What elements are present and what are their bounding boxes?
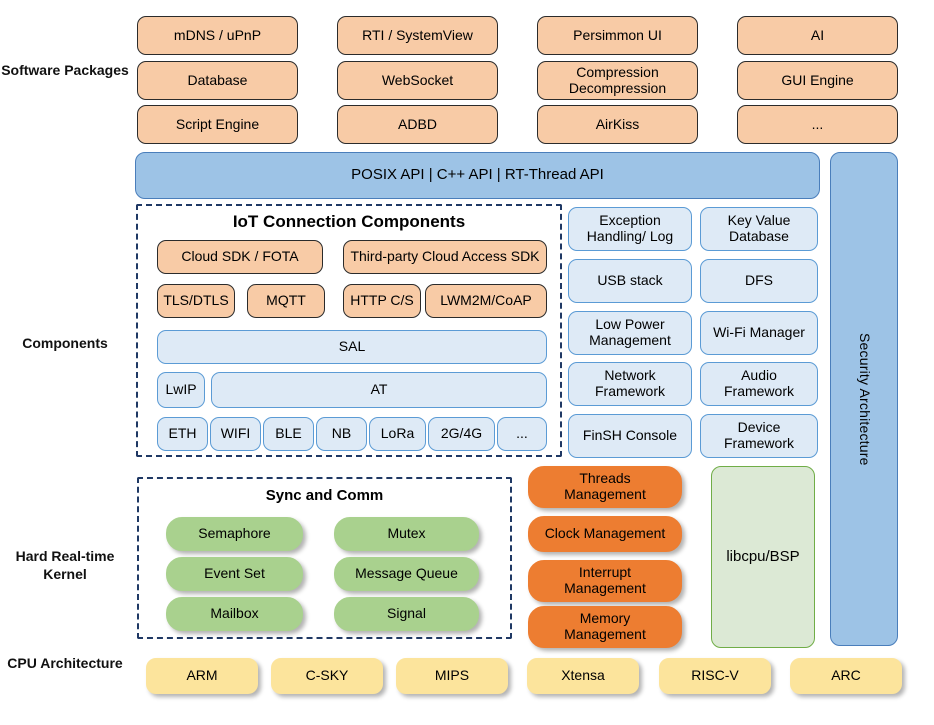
iot-box[interactable]: Cloud SDK / FOTA (157, 240, 323, 274)
package-box[interactable]: WebSocket (337, 61, 498, 100)
security-architecture-bar[interactable]: Security Architecture (830, 152, 898, 646)
link-box[interactable]: NB (316, 417, 367, 451)
kernel-service-box[interactable]: Interrupt Management (528, 560, 682, 602)
package-box[interactable]: mDNS / uPnP (137, 16, 298, 55)
package-box[interactable]: Database (137, 61, 298, 100)
component-box[interactable]: Key Value Database (700, 207, 818, 251)
iot-connection-components-group: IoT Connection Components (136, 204, 562, 457)
component-box[interactable]: Audio Framework (700, 362, 818, 406)
package-box[interactable]: ... (737, 105, 898, 144)
kernel-service-box[interactable]: Clock Management (528, 516, 682, 552)
link-box[interactable]: LoRa (369, 417, 426, 451)
sync-box[interactable]: Mutex (334, 517, 479, 551)
iot-box[interactable]: TLS/DTLS (157, 284, 235, 318)
sync-box[interactable]: Event Set (166, 557, 303, 591)
sync-box[interactable]: Message Queue (334, 557, 479, 591)
at-box[interactable]: AT (211, 372, 547, 408)
cpu-arch-box[interactable]: RISC-V (659, 658, 771, 694)
component-box[interactable]: FinSH Console (568, 414, 692, 458)
sync-and-comm-group: Sync and Comm (137, 477, 512, 639)
lwip-box[interactable]: LwIP (157, 372, 205, 408)
api-bar[interactable]: POSIX API | C++ API | RT-Thread API (135, 152, 820, 199)
sync-group-title: Sync and Comm (265, 487, 384, 504)
iot-box[interactable]: Third-party Cloud Access SDK (343, 240, 547, 274)
row-label-software-packages: Software Packages (1, 62, 129, 78)
link-box[interactable]: 2G/4G (428, 417, 495, 451)
package-box[interactable]: Compression Decompression (537, 61, 698, 100)
iot-box[interactable]: HTTP C/S (343, 284, 421, 318)
sync-box[interactable]: Semaphore (166, 517, 303, 551)
link-box[interactable]: ... (497, 417, 547, 451)
row-label-components: Components (22, 335, 108, 351)
cpu-arch-box[interactable]: Xtensa (527, 658, 639, 694)
component-box[interactable]: Device Framework (700, 414, 818, 458)
cpu-arch-box[interactable]: ARM (146, 658, 258, 694)
iot-group-title: IoT Connection Components (232, 212, 466, 231)
sync-box[interactable]: Mailbox (166, 597, 303, 631)
sync-box[interactable]: Signal (334, 597, 479, 631)
sal-box[interactable]: SAL (157, 330, 547, 364)
component-box[interactable]: Network Framework (568, 362, 692, 406)
link-box[interactable]: WIFI (210, 417, 261, 451)
package-box[interactable]: AI (737, 16, 898, 55)
component-box[interactable]: Wi-Fi Manager (700, 311, 818, 355)
component-box[interactable]: Low Power Management (568, 311, 692, 355)
link-box[interactable]: BLE (263, 417, 314, 451)
cpu-arch-box[interactable]: ARC (790, 658, 902, 694)
package-box[interactable]: ADBD (337, 105, 498, 144)
link-box[interactable]: ETH (157, 417, 208, 451)
libcpu-bsp-box[interactable]: libcpu/BSP (711, 466, 815, 648)
package-box[interactable]: AirKiss (537, 105, 698, 144)
component-box[interactable]: Exception Handling/ Log (568, 207, 692, 251)
cpu-arch-box[interactable]: C-SKY (271, 658, 383, 694)
security-architecture-label: Security Architecture (856, 332, 873, 466)
iot-box[interactable]: MQTT (247, 284, 325, 318)
package-box[interactable]: Script Engine (137, 105, 298, 144)
kernel-service-box[interactable]: Threads Management (528, 466, 682, 508)
component-box[interactable]: DFS (700, 259, 818, 303)
cpu-arch-box[interactable]: MIPS (396, 658, 508, 694)
package-box[interactable]: Persimmon UI (537, 16, 698, 55)
component-box[interactable]: USB stack (568, 259, 692, 303)
package-box[interactable]: RTI / SystemView (337, 16, 498, 55)
row-label-kernel: Hard Real-time Kernel (15, 548, 115, 582)
iot-box[interactable]: LWM2M/CoAP (425, 284, 547, 318)
package-box[interactable]: GUI Engine (737, 61, 898, 100)
kernel-service-box[interactable]: Memory Management (528, 606, 682, 648)
row-label-cpu: CPU Architecture (7, 655, 123, 671)
